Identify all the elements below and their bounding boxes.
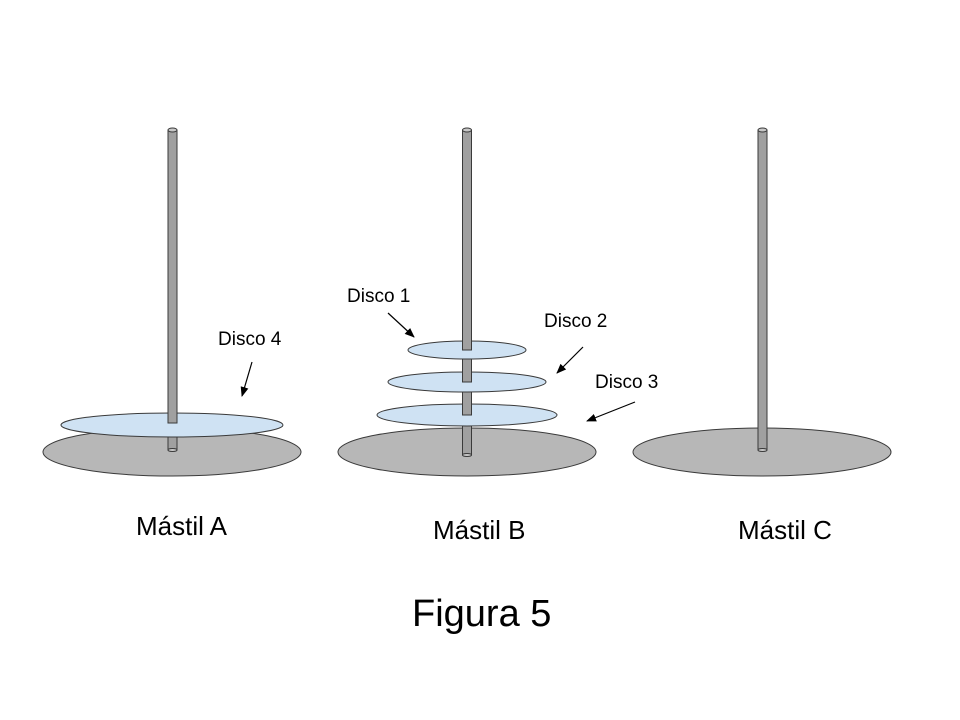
mast-b-pole-top (462, 127, 472, 133)
mast-a (42, 127, 302, 477)
mast-a-label: Mástil A (136, 511, 228, 541)
disk-4-arrow (240, 361, 253, 397)
mast-a-pole-top (167, 127, 178, 133)
disk-1-arrow (387, 312, 415, 338)
disk-1-label: Disco 1 (347, 286, 410, 307)
mast-c-pole (757, 129, 768, 451)
mast-c-label: Mástil C (738, 515, 832, 545)
mast-a-pole (167, 129, 178, 424)
disk-4-label: Disco 4 (218, 329, 282, 350)
disk-3-label: Disco 3 (595, 372, 658, 393)
mast-c-pole-top (757, 127, 768, 133)
disk-2-label: Disco 2 (544, 311, 607, 332)
disk-2-arrow (556, 346, 584, 374)
mast-c (632, 127, 892, 477)
mast-b-pole (462, 129, 472, 351)
disk-3-arrow (586, 401, 636, 422)
mast-b-label: Mástil B (433, 515, 525, 545)
mast-b (337, 127, 597, 477)
figure-caption: Figura 5 (412, 593, 551, 635)
